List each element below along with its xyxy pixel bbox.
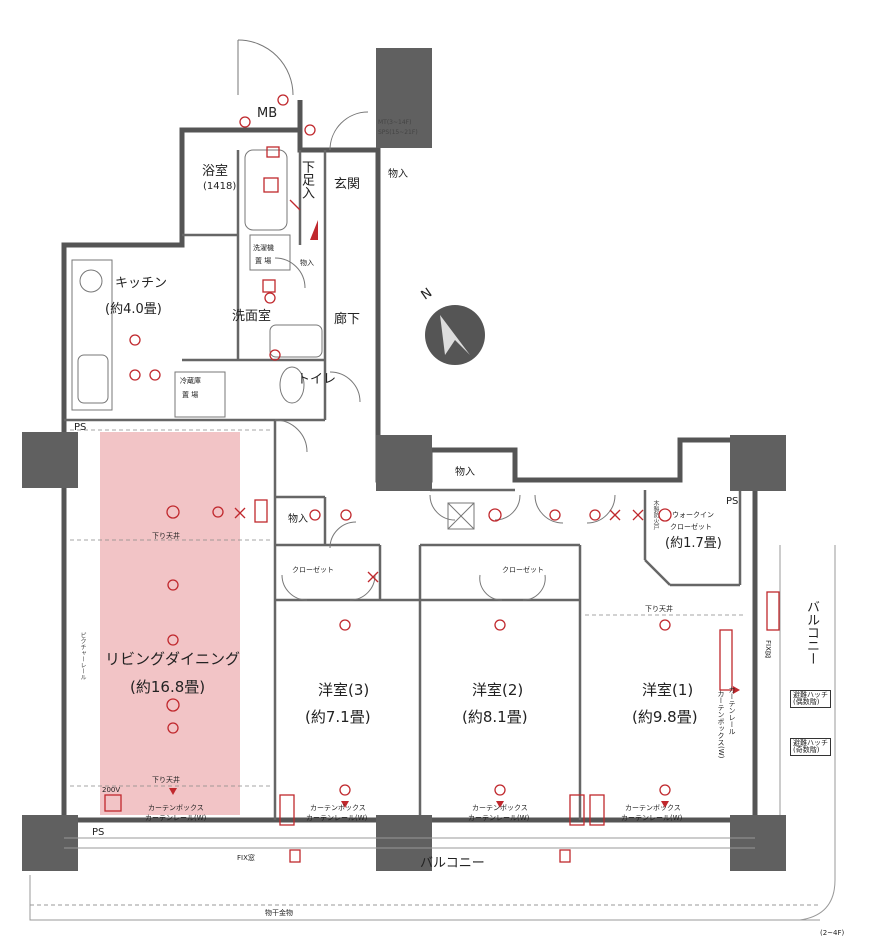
- curtain-box-2: カーテンボックス: [472, 804, 528, 812]
- curtain-rail-living: カーテンレール(W): [145, 814, 207, 822]
- outlet-200v: 200V: [102, 786, 121, 794]
- sps-note: SPS(15~21F): [378, 129, 418, 136]
- toilet-label: トイレ: [297, 372, 337, 387]
- inner-walls: [64, 150, 742, 820]
- closet2-label: クローゼット: [502, 566, 544, 574]
- curtain-rail-2: カーテンレール(W): [468, 814, 530, 822]
- picture-rail: ピクチャーレール: [79, 632, 86, 680]
- fridge-label: 冷蔵庫: [180, 377, 201, 385]
- walkin-label-2: クローゼット: [670, 523, 712, 531]
- drop-ceiling-bedroom1: 下り天井: [645, 605, 673, 613]
- laundry-label: 洗濯機: [253, 244, 274, 252]
- drop-ceiling-top: 下り天井: [152, 532, 180, 540]
- ps-right-label: PS: [726, 496, 739, 507]
- walkin-label: ウォークイン: [672, 511, 714, 519]
- bedroom3-label: 洋室(3): [318, 681, 370, 699]
- bath-size: (1418): [203, 181, 237, 192]
- balcony-lines: [29, 545, 836, 921]
- hallway-label: 廊下: [334, 312, 361, 327]
- drop-ceiling-bottom: 下り天井: [152, 776, 180, 784]
- balcony-south-label: バルコニー: [420, 856, 485, 871]
- center-storage-label: 物入: [455, 467, 475, 478]
- fridge-label-2: 置 場: [182, 391, 199, 399]
- fix-window-right: FIX窓: [764, 640, 772, 658]
- ps-bottom-label: PS: [92, 827, 105, 838]
- curtain-rail-1: カーテンレール(W): [621, 814, 683, 822]
- bedroom2-label: 洋室(2): [472, 681, 524, 699]
- entrance-label: 玄関: [334, 177, 361, 192]
- wood-fire-door: 木製防火戸: [652, 500, 659, 530]
- curtain-box-1: カーテンボックス: [625, 804, 681, 812]
- mt-note: MT(3~14F): [378, 119, 412, 126]
- door-swings: [237, 39, 616, 601]
- ps-top-label: PS: [74, 422, 87, 433]
- curtain-box-living: カーテンボックス: [148, 804, 204, 812]
- ceiling-lines: [70, 429, 745, 787]
- laundry-label-2: 置 場: [255, 257, 272, 265]
- north-arrow-icon: [425, 305, 485, 365]
- mb-label: MB: [257, 106, 278, 121]
- walkin-size: (約1.7畳): [665, 536, 722, 551]
- living-size: (約16.8畳): [130, 678, 206, 696]
- small-storage-label: 物入: [300, 259, 314, 267]
- bedroom1-size: (約9.8畳): [632, 708, 698, 726]
- floor-note: (2~4F): [820, 929, 845, 937]
- curtain-box-3: カーテンボックス: [310, 804, 366, 812]
- balcony-east-label: バルコニー: [804, 600, 819, 665]
- electrical-symbols: [104, 94, 780, 863]
- columns: [22, 48, 786, 871]
- kitchen-size: (約4.0畳): [105, 302, 162, 317]
- entrance-storage-label: 物入: [388, 169, 408, 180]
- evac-hatch-even: 避難ハッチ(偶数階): [790, 690, 831, 708]
- closet3-label: クローゼット: [292, 566, 334, 574]
- living-label: リビングダイニング: [105, 650, 241, 668]
- curtain-box-vertical: カーテンボックス(W): [717, 690, 725, 759]
- washroom-label: 洗面室: [232, 309, 272, 324]
- kitchen-label: キッチン: [115, 276, 168, 291]
- bedroom1-label: 洋室(1): [642, 681, 694, 699]
- bedroom-storage-label: 物入: [288, 514, 308, 525]
- fix-window-bottom: FIX窓: [237, 854, 255, 862]
- bedroom2-size: (約8.1畳): [462, 708, 528, 726]
- bath-label: 浴室: [202, 164, 229, 179]
- fixtures: [71, 149, 475, 530]
- evac-hatch-odd: 避難ハッチ(奇数階): [790, 738, 831, 756]
- drying-rack-label: 物干金物: [265, 909, 293, 917]
- curtain-rail-vertical: カーテンレール: [728, 686, 736, 735]
- living-dining-highlight: [100, 432, 240, 815]
- shoe-storage-label: 下足入: [299, 160, 314, 199]
- bedroom3-size: (約7.1畳): [305, 708, 371, 726]
- curtain-box-markers: [169, 220, 740, 808]
- curtain-rail-3: カーテンレール(W): [306, 814, 368, 822]
